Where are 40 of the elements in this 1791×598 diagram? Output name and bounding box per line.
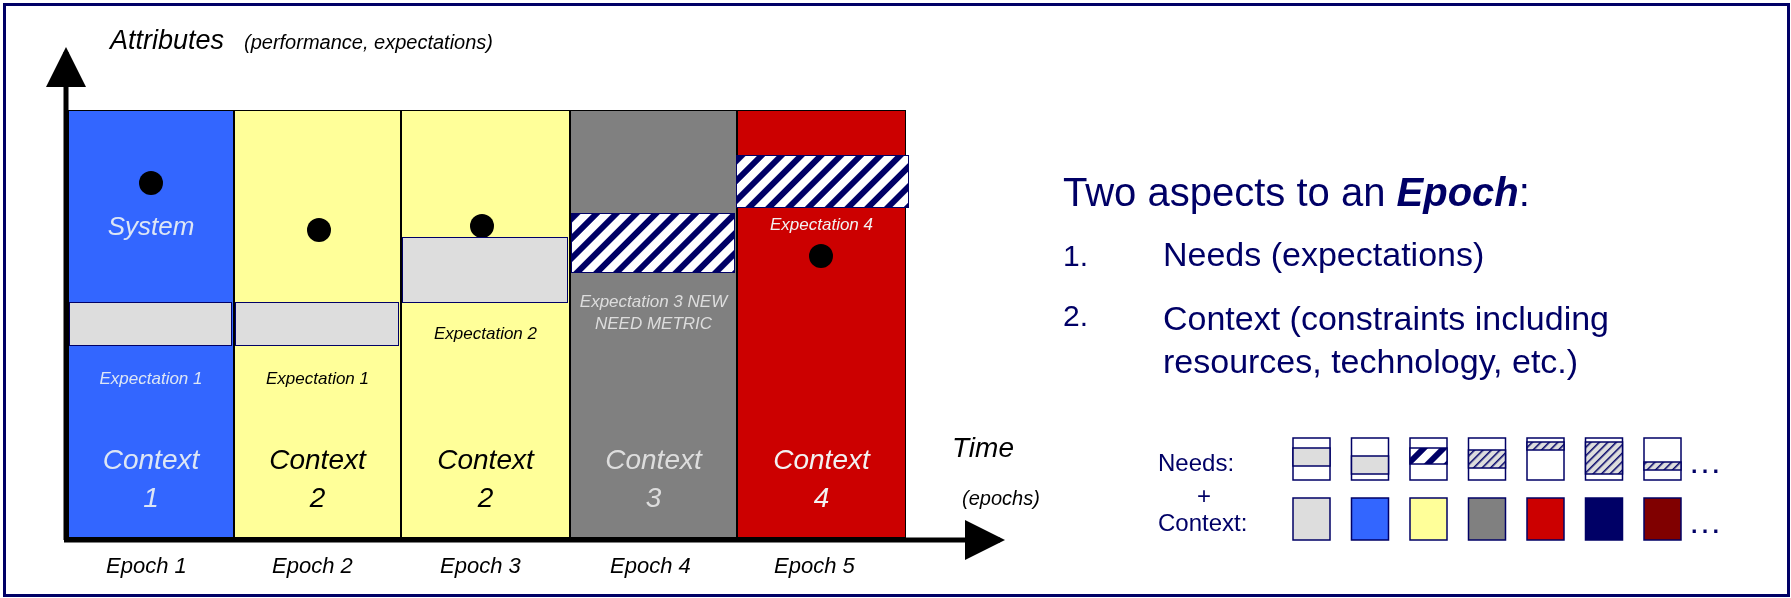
ellipsis: … <box>1688 441 1722 482</box>
row-label: Needs: <box>1158 448 1235 478</box>
expectation-band <box>69 302 232 346</box>
system-label: System <box>106 210 196 243</box>
axis-tick-label: Epoch 1 <box>106 552 187 580</box>
expectation-band <box>235 302 399 346</box>
axis-label: Time <box>952 431 1014 465</box>
list-item: Needs (expectations) <box>1163 234 1485 275</box>
heading: Two aspects to an Epoch: <box>1063 170 1530 215</box>
epoch-column <box>401 110 570 538</box>
context-label: Context 1 <box>101 443 201 515</box>
context-label: Context 3 <box>604 443 704 515</box>
axis-label: (performance, expectations) <box>244 30 493 55</box>
epoch-column <box>68 110 234 538</box>
expectation-label: Expectation 2 <box>433 323 538 345</box>
row-label: Context: <box>1158 508 1248 538</box>
expectation-label: Expectation 1 <box>98 368 204 390</box>
expectation-label: Expectation 4 <box>769 214 874 236</box>
epoch-column <box>234 110 401 538</box>
axis-tick-label: Epoch 3 <box>440 552 521 580</box>
axis-tick-label: Epoch 5 <box>774 552 855 580</box>
list-item: Context (constraints including resources, technology, etc.) <box>1163 298 1610 382</box>
epoch-column <box>570 110 737 538</box>
epoch-column <box>737 110 906 538</box>
axis-tick-label: Epoch 2 <box>272 552 353 580</box>
hatched-expectation-band <box>571 213 735 273</box>
ellipsis: … <box>1688 501 1722 542</box>
axis-label: Attributes <box>110 24 225 57</box>
expectation-band <box>402 237 568 303</box>
axis-tick-label: Epoch 4 <box>610 552 691 580</box>
axis-label: (epochs) <box>962 486 1040 511</box>
list-number: 2. <box>1063 298 1089 334</box>
plus-sign: + <box>1197 481 1211 511</box>
hatched-expectation-band <box>736 155 909 208</box>
expectation-label: Expectation 1 <box>265 368 370 390</box>
context-label: Context 2 <box>268 443 368 515</box>
list-number: 1. <box>1063 238 1089 274</box>
expectation-label: Expectation 3 NEW NEED METRIC <box>578 291 730 336</box>
context-label: Context 2 <box>436 443 536 515</box>
context-label: Context 4 <box>772 443 872 515</box>
